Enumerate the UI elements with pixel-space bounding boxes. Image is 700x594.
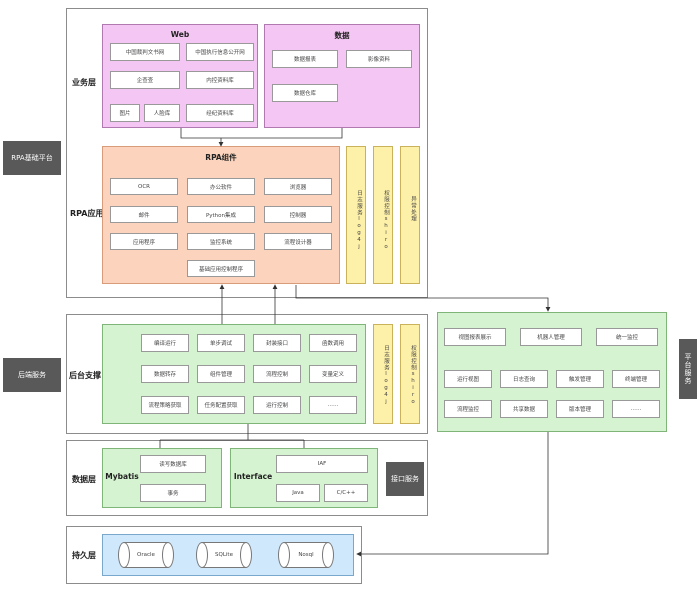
backend-service-label: 后端服务 [3,358,61,392]
platform-item-flow-monitor: 流程监控 [444,400,492,418]
backend-item-more: …… [309,396,357,414]
rpa-item-controller: 控制器 [264,206,332,223]
web-item-court-docs: 中国裁判文书网 [110,43,180,61]
rpa-item-ocr: OCR [110,178,178,195]
web-item-qichacha: 企查查 [110,71,180,89]
interface-title: Interface [233,472,273,481]
rpa-item-python: Python集成 [187,206,255,223]
data-title: 数据 [334,31,350,40]
log-column [346,146,366,284]
platform-item-shared: 共享数据 [500,400,548,418]
platform-item-more: …… [612,400,660,418]
backend-item-task-config: 任务配置获取 [197,396,245,414]
db-nosql-icon: Nosql [278,542,334,568]
web-item-execution-info: 中国执行信息公开网 [186,43,254,61]
backend-to-data-connector [159,424,305,448]
db-nosql-label: Nosql [298,552,314,558]
rpa-item-base-control: 基础应用控制程序 [187,260,255,277]
perm-column [373,146,393,284]
backend-item-strategy: 流程策略获取 [141,396,189,414]
mybatis-item-readwrite: 读写数据库 [140,455,206,473]
perm-column-label: 权限控制shiro [383,190,389,251]
rpa-item-office: 办公软件 [187,178,255,195]
backend-item-run-control: 运行控制 [253,396,301,414]
exception-column-label: 异常处理 [410,196,416,222]
backend-item-wrap-api: 封装接口 [253,334,301,352]
backend-item-variable: 变量定义 [309,365,357,383]
layer-label-business: 业务层 [72,78,96,87]
interface-item-java: Java [276,484,320,502]
data-panel [264,24,420,128]
db-sqlite-icon: SQLite [196,542,252,568]
web-title: Web [170,30,190,39]
data-item-image: 影像资料 [346,50,412,68]
rpa-platform-label: RPA基础平台 [3,141,61,175]
platform-item-version: 版本管理 [556,400,604,418]
layer-label-rpa-app: RPA应用 [70,209,104,218]
rpa-item-browser: 浏览器 [264,178,332,195]
layer-label-data: 数据层 [72,475,96,484]
platform-service-label: 平台服务 [679,339,697,399]
backend-log-column [373,324,393,424]
web-data-connector [180,128,343,139]
rpa-title: RPA组件 [205,153,237,162]
interface-service-label: 接口服务 [386,462,424,496]
backend-perm-column [400,324,420,424]
backend-item-function: 函数调用 [309,334,357,352]
rpa-item-designer: 流程设计器 [264,233,332,250]
platform-item-monitor: 统一监控 [596,328,658,346]
platform-item-log: 日志查询 [500,370,548,388]
backend-item-compile: 编译运行 [141,334,189,352]
data-item-warehouse: 数据仓库 [272,84,338,102]
db-sqlite-label: SQLite [215,552,233,558]
layer-label-backend: 后台支撑 [69,371,101,380]
web-item-broker-db: 经纪资料库 [186,104,254,122]
rpa-to-platform-arrow [295,285,551,312]
exception-column [400,146,420,284]
rpa-item-mail: 邮件 [110,206,178,223]
backend-log-label: 日志服务log4j [383,345,389,406]
backend-item-components: 组件管理 [197,365,245,383]
web-item-images: 图片 [110,104,140,122]
db-oracle-icon: Oracle [118,542,174,568]
platform-item-runview: 运行视图 [444,370,492,388]
mybatis-item-transaction: 事务 [140,484,206,502]
backend-item-debug: 单步调试 [197,334,245,352]
platform-to-persist-arrow [356,432,549,557]
mybatis-title: Mybatis [105,472,139,481]
log-column-label: 日志服务log4j [356,190,362,251]
web-item-face-db: 人脸库 [144,104,180,122]
rpa-item-monitor: 监控系统 [187,233,255,250]
platform-item-terminal: 终端管理 [612,370,660,388]
rpa-item-app: 应用程序 [110,233,178,250]
platform-item-robot: 机器人管理 [520,328,582,346]
layer-label-persist: 持久层 [72,551,96,560]
backend-item-flow-control: 流程控制 [253,365,301,383]
backend-perm-label: 权限控制shiro [410,345,416,406]
data-item-report: 数据报表 [272,50,338,68]
platform-item-report: 视图报表展示 [444,328,506,346]
backend-item-dump: 数据转存 [141,365,189,383]
interface-item-cpp: C/C++ [324,484,368,502]
interface-item-iaf: IAF [276,455,368,473]
platform-item-trigger: 触发管理 [556,370,604,388]
db-oracle-label: Oracle [137,552,155,558]
web-item-internal-db: 内控资料库 [186,71,254,89]
